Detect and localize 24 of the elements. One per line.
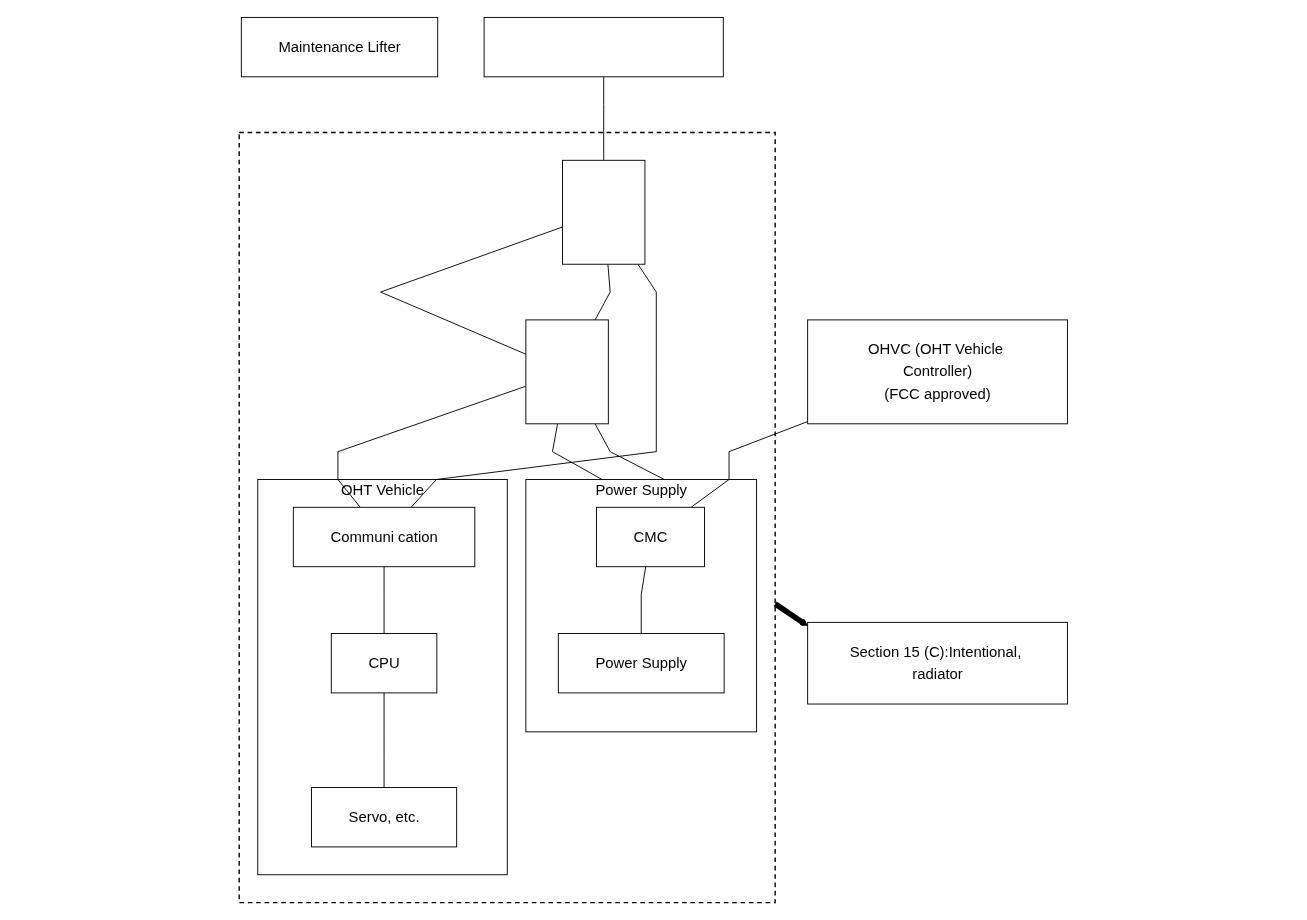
connector bbox=[640, 566, 647, 634]
node-box: Power Supply bbox=[558, 633, 725, 694]
connector bbox=[383, 566, 385, 634]
arrow bbox=[773, 601, 809, 627]
connector bbox=[410, 263, 657, 508]
connector bbox=[337, 385, 527, 508]
node-bar bbox=[483, 16, 724, 78]
node-box: Communi cation bbox=[293, 506, 476, 568]
node-box: OHVC (OHT Vehicle Controller) (FCC approved) bbox=[807, 319, 1069, 425]
connector bbox=[380, 226, 564, 355]
cluster bbox=[238, 131, 777, 904]
connector bbox=[383, 692, 385, 788]
connector bbox=[594, 423, 665, 480]
connector bbox=[594, 263, 611, 321]
node-box: Section 15 (C):Intentional, radiator bbox=[807, 621, 1069, 705]
connector bbox=[603, 76, 605, 161]
node-box: Maintenance Lifter bbox=[241, 16, 439, 78]
connector bbox=[552, 423, 603, 480]
node-box: CPU bbox=[331, 633, 438, 694]
connector bbox=[690, 421, 809, 508]
node-box bbox=[562, 159, 646, 265]
node-box: Servo, etc. bbox=[311, 787, 458, 848]
node-box: CMC bbox=[596, 506, 706, 568]
node-box bbox=[525, 319, 609, 425]
